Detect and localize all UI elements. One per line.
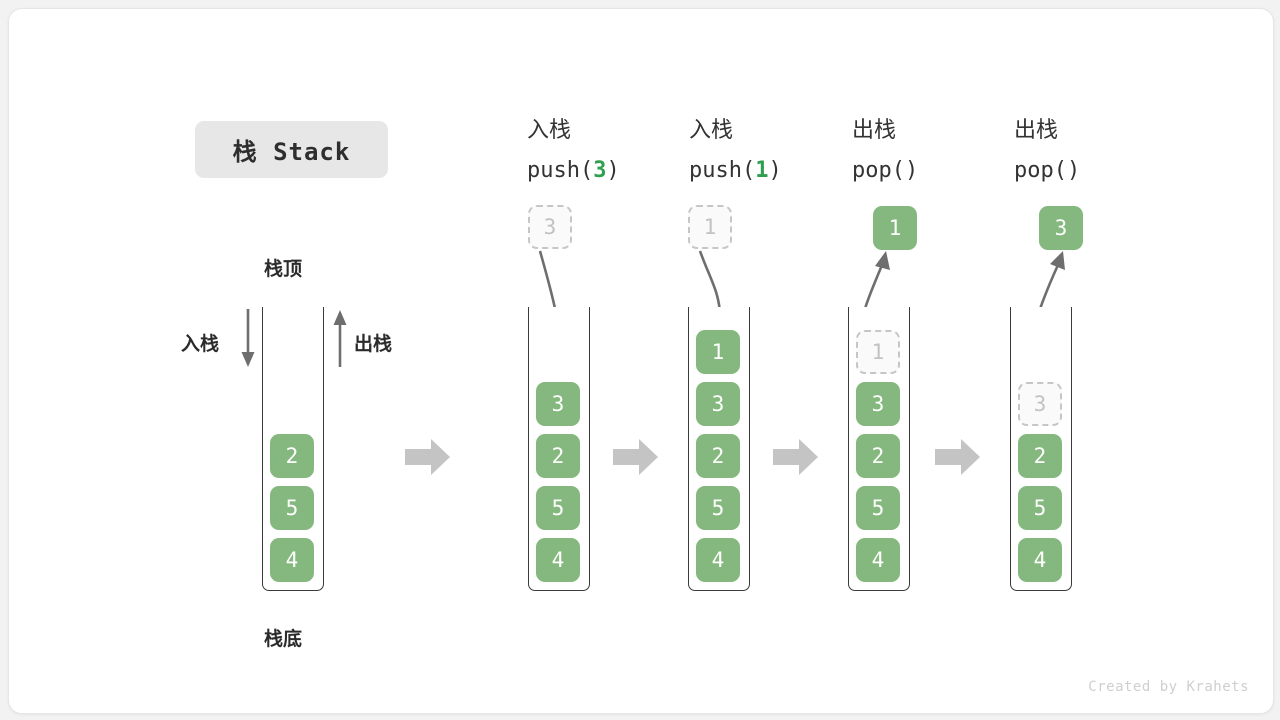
stack-cell: 2	[270, 434, 314, 478]
stack-cell: 3	[536, 382, 580, 426]
column-header-cjk: 入栈	[689, 118, 734, 143]
stack-cell: 4	[270, 538, 314, 582]
stack-cell: 4	[536, 538, 580, 582]
column-header-push-1: 入栈 push(1)	[689, 111, 782, 191]
stack-cell: 5	[696, 486, 740, 530]
flow-arrow-icon	[613, 437, 659, 477]
stack-cell: 5	[270, 486, 314, 530]
column-header-code-pre: push(	[527, 158, 594, 183]
floating-cell-popped: 3	[1039, 206, 1083, 250]
floating-cell-ghost: 3	[528, 205, 572, 249]
column-header-cjk: 入栈	[527, 118, 572, 143]
diagram-title-badge: 栈 Stack	[195, 121, 388, 178]
column-header-code-post: )	[904, 158, 919, 183]
stack-cell: 4	[1018, 538, 1062, 582]
stack-cell: 4	[856, 538, 900, 582]
column-header-pop-2: 出栈 pop()	[1014, 111, 1080, 191]
floating-cell-ghost: 1	[688, 205, 732, 249]
floating-cell-popped: 1	[873, 206, 917, 250]
stack-cell: 1	[696, 330, 740, 374]
diagram-card: 栈 Stack 栈顶 入栈 出栈 2 5 4 栈底 入栈 push(3) 3	[8, 8, 1274, 714]
stack-cell: 2	[696, 434, 740, 478]
column-header-code-num: 1	[755, 158, 769, 183]
stack-cell: 2	[1018, 434, 1062, 478]
flow-arrow-icon	[773, 437, 819, 477]
column-header-code-pre: push(	[689, 158, 756, 183]
column-header-cjk: 出栈	[1014, 118, 1059, 143]
column-header-code-post: )	[768, 158, 782, 183]
column-header-code-pre: pop(	[852, 158, 905, 183]
push-side-label: 入栈	[181, 333, 220, 355]
stack-cell: 5	[1018, 486, 1062, 530]
stack-cell-ghost: 1	[856, 330, 900, 374]
flow-arrow-icon	[405, 437, 451, 477]
stack-bottom-label: 栈底	[264, 628, 303, 650]
push-down-arrow	[237, 309, 259, 369]
flow-arrow-icon	[935, 437, 981, 477]
column-header-code-pre: pop(	[1014, 158, 1067, 183]
stack-cell: 5	[856, 486, 900, 530]
column-header-push-3: 入栈 push(3)	[527, 111, 620, 191]
stack-cell-ghost: 3	[1018, 382, 1062, 426]
column-header-code-post: )	[1066, 158, 1081, 183]
column-header-pop-1: 出栈 pop()	[852, 111, 918, 191]
stack-cell: 2	[856, 434, 900, 478]
column-header-code-post: )	[606, 158, 620, 183]
stack-cell: 2	[536, 434, 580, 478]
stack-cell: 3	[856, 382, 900, 426]
column-header-cjk: 出栈	[852, 118, 897, 143]
diagram-title-text: 栈 Stack	[232, 138, 351, 166]
stack-cell: 5	[536, 486, 580, 530]
pop-up-arrow	[329, 309, 351, 369]
stack-cell: 4	[696, 538, 740, 582]
watermark-credit: Created by Krahets	[1088, 679, 1249, 695]
pop-side-label: 出栈	[354, 333, 393, 355]
stack-cell: 3	[696, 382, 740, 426]
stack-top-label: 栈顶	[264, 258, 303, 280]
column-header-code-num: 3	[593, 158, 607, 183]
